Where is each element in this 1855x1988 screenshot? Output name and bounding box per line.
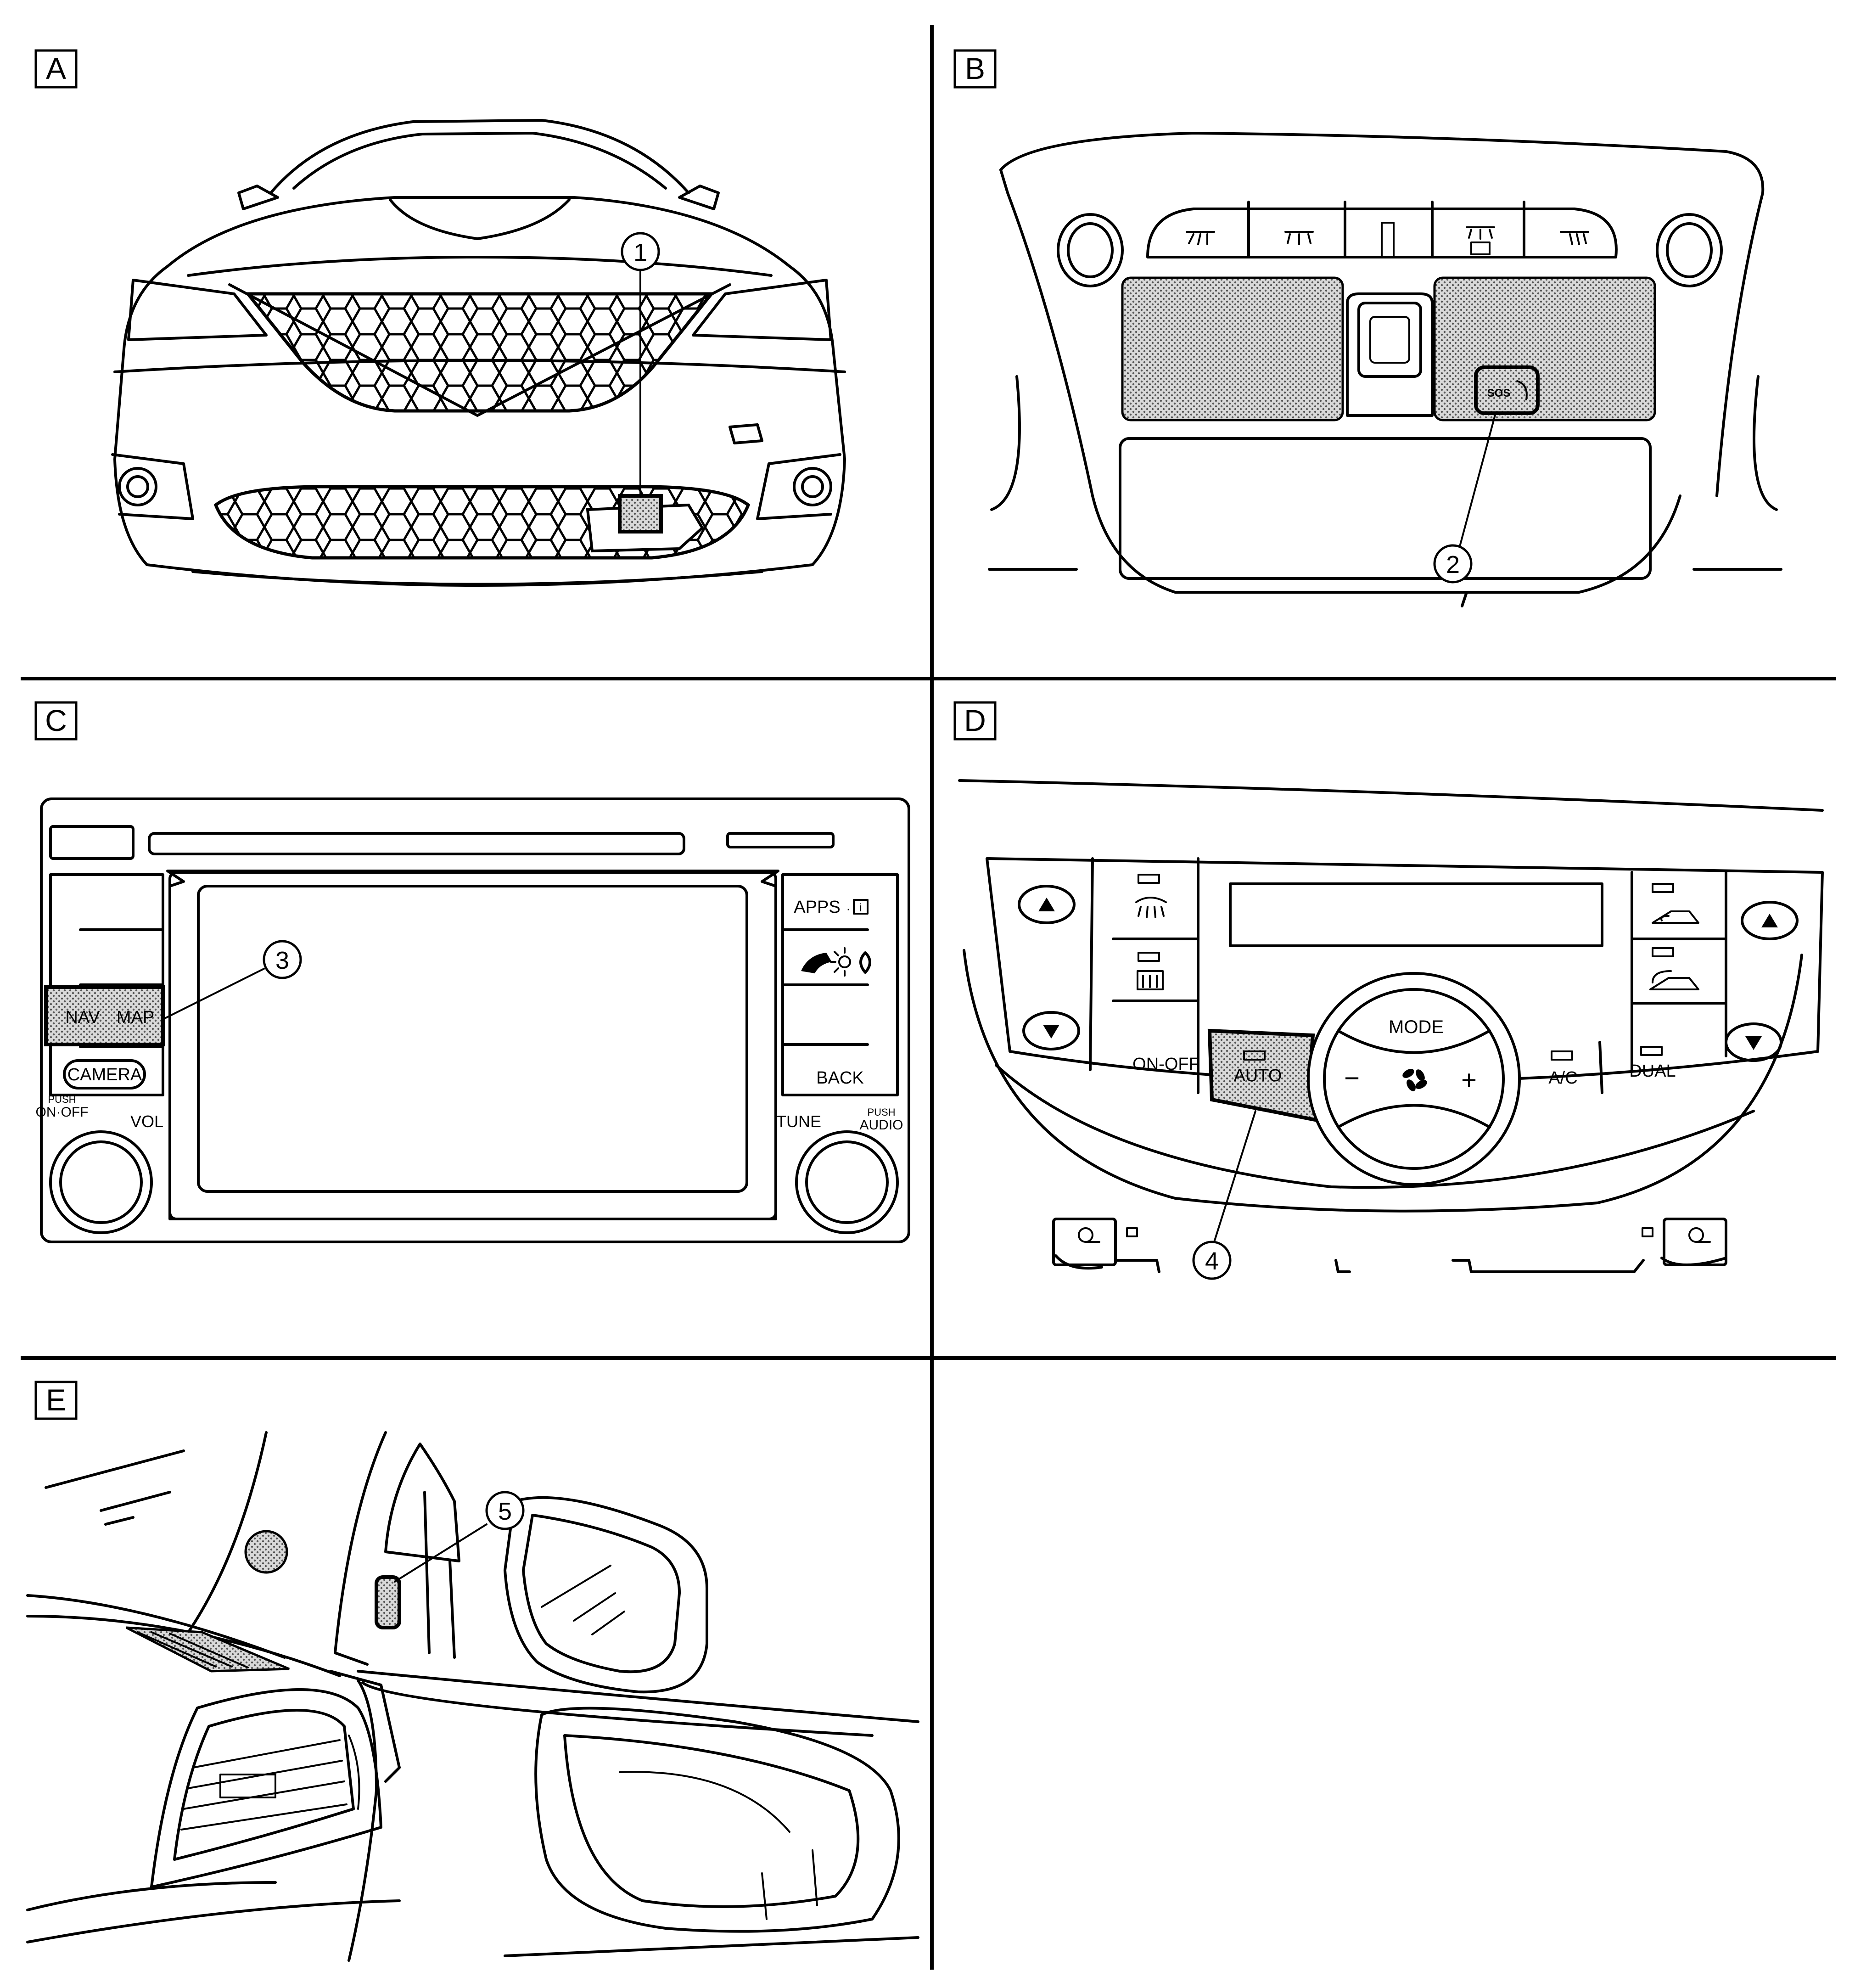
climate-on-off-label: ON-OFF xyxy=(1132,1055,1199,1074)
overhead-console-illustration: SOS xyxy=(988,132,1782,607)
panel-b-label-box xyxy=(953,49,997,89)
cabin-sensor xyxy=(375,1575,401,1629)
tune-knob xyxy=(795,1130,899,1234)
push-right-label: PUSH xyxy=(867,1106,895,1118)
tune-label: TUNE xyxy=(776,1112,821,1131)
panel-c-label: C xyxy=(45,703,67,737)
mode-label: MODE xyxy=(1389,1017,1444,1037)
callout-5-circle xyxy=(485,1491,525,1530)
fan-minus-label: − xyxy=(1344,1063,1360,1093)
rear-defrost-icon xyxy=(1137,970,1164,990)
fresh-air-icon xyxy=(1649,970,1699,990)
auto-label: AUTO xyxy=(1234,1066,1282,1085)
temp-down-right-icon xyxy=(1745,1036,1762,1050)
nav-label: NAV xyxy=(65,1008,100,1027)
callout-2-circle xyxy=(1433,544,1473,584)
car-front-illustration xyxy=(111,119,846,587)
volume-knob xyxy=(49,1130,153,1234)
front-camera xyxy=(618,494,663,534)
callout-3-circle xyxy=(263,940,302,979)
panel-e-label: E xyxy=(46,1383,66,1417)
camera-button xyxy=(63,1059,146,1089)
callout-4-leader xyxy=(1213,1110,1256,1243)
panel-e: E xyxy=(26,1381,919,1962)
fan-plus-label: + xyxy=(1461,1065,1477,1095)
temp-up-left-icon xyxy=(1038,898,1055,911)
recirculation-icon xyxy=(1652,910,1699,924)
phone-icon xyxy=(801,953,832,973)
panel-a: A xyxy=(34,49,846,587)
callout-2-number: 2 xyxy=(1446,551,1460,578)
callout-5-number: 5 xyxy=(498,1498,512,1525)
panel-d: D xyxy=(953,701,1824,1280)
sos-label: SOS xyxy=(1487,387,1511,399)
panel-c-label-box xyxy=(34,701,78,741)
callout-3-number: 3 xyxy=(275,947,289,974)
panel-d-label-box xyxy=(953,701,997,741)
svg-text:·: · xyxy=(846,902,851,915)
dual-label: DUAL xyxy=(1629,1061,1676,1081)
panel-a-label: A xyxy=(46,51,66,85)
head-unit-illustration: NAV MAP CAMERA APPS · i BACK PUSH ON·OFF xyxy=(36,797,910,1243)
camera-label: CAMERA xyxy=(67,1065,142,1084)
nav-map-button xyxy=(44,985,165,1046)
apps-label: APPS xyxy=(794,898,840,917)
dashboard-corner-illustration xyxy=(26,1431,919,1962)
front-defrost-icon xyxy=(1135,897,1167,918)
day-night-icon xyxy=(830,947,871,977)
panel-c: C NAV MAP CAMERA APPS · i xyxy=(34,701,910,1243)
callout-4-number: 4 xyxy=(1205,1247,1219,1275)
panel-a-label-box xyxy=(34,49,78,89)
audio-label: AUDIO xyxy=(859,1118,903,1133)
fan-icon xyxy=(1402,1069,1427,1091)
map-label: MAP xyxy=(117,1008,154,1027)
sos-button xyxy=(1474,365,1540,415)
on-off-label: ON·OFF xyxy=(36,1105,89,1120)
vol-label: VOL xyxy=(130,1112,163,1131)
back-label: BACK xyxy=(816,1068,863,1088)
callout-5-leader xyxy=(394,1523,488,1583)
panel-e-label-box xyxy=(34,1381,78,1420)
climate-panel-illustration: ON-OFF AUTO MODE − + xyxy=(958,779,1824,1273)
callout-1-circle xyxy=(621,232,660,271)
callout-1-number: 1 xyxy=(633,239,647,266)
panel-d-label: D xyxy=(964,703,986,737)
panel-b: B xyxy=(953,49,1782,607)
apps-info-glyph: i xyxy=(859,902,862,914)
temp-down-left-icon xyxy=(1043,1025,1059,1039)
callout-3-leader xyxy=(162,968,265,1020)
panel-b-label: B xyxy=(965,51,985,85)
push-left-label: PUSH xyxy=(48,1094,76,1105)
ac-label: A/C xyxy=(1548,1068,1577,1088)
callout-2-leader xyxy=(1459,412,1496,547)
fan-mode-dial xyxy=(1307,972,1521,1186)
callout-4-circle xyxy=(1192,1241,1232,1280)
temp-up-right-icon xyxy=(1761,914,1778,927)
